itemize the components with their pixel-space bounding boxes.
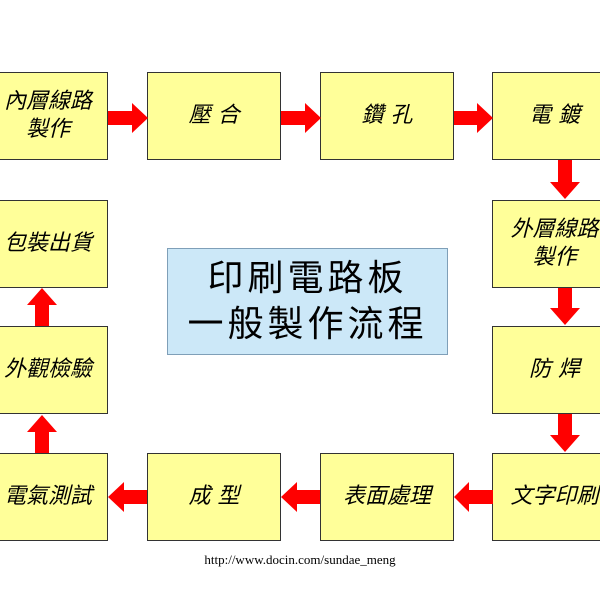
source-url: http://www.docin.com/sundae_meng bbox=[204, 552, 396, 567]
step-lamination: 壓 合 bbox=[147, 72, 281, 160]
step-electrical-test: 電氣測試 bbox=[0, 453, 108, 541]
step-legend-printing: 文字印刷 bbox=[492, 453, 600, 541]
arrow-up-2 bbox=[27, 288, 57, 326]
step-outer-layer-circuit: 外層線路 製作 bbox=[492, 200, 600, 288]
step-packing-shipping: 包裝出貨 bbox=[0, 200, 108, 288]
arrow-right-2 bbox=[281, 103, 321, 133]
arrow-down-3 bbox=[550, 414, 580, 452]
step-inner-layer-circuit: 內層線路 製作 bbox=[0, 72, 108, 160]
arrow-down-1 bbox=[550, 160, 580, 199]
step-solder-mask: 防 焊 bbox=[492, 326, 600, 414]
arrow-up-1 bbox=[27, 415, 57, 453]
title-line-1: 印刷電路板 bbox=[207, 257, 408, 299]
step-plating: 電 鍍 bbox=[492, 72, 600, 160]
arrow-left-2 bbox=[281, 482, 320, 512]
arrow-left-1 bbox=[454, 482, 493, 512]
step-surface-finish: 表面處理 bbox=[320, 453, 454, 541]
arrow-left-3 bbox=[108, 482, 147, 512]
title-line-2: 一般製作流程 bbox=[187, 303, 428, 345]
step-drilling: 鑽 孔 bbox=[320, 72, 454, 160]
step-visual-inspection: 外觀檢驗 bbox=[0, 326, 108, 414]
step-routing: 成 型 bbox=[147, 453, 281, 541]
arrow-down-2 bbox=[550, 288, 580, 325]
arrow-right-3 bbox=[454, 103, 493, 133]
diagram-title: 印刷電路板 一般製作流程 bbox=[167, 248, 448, 355]
arrow-right-1 bbox=[108, 103, 148, 133]
